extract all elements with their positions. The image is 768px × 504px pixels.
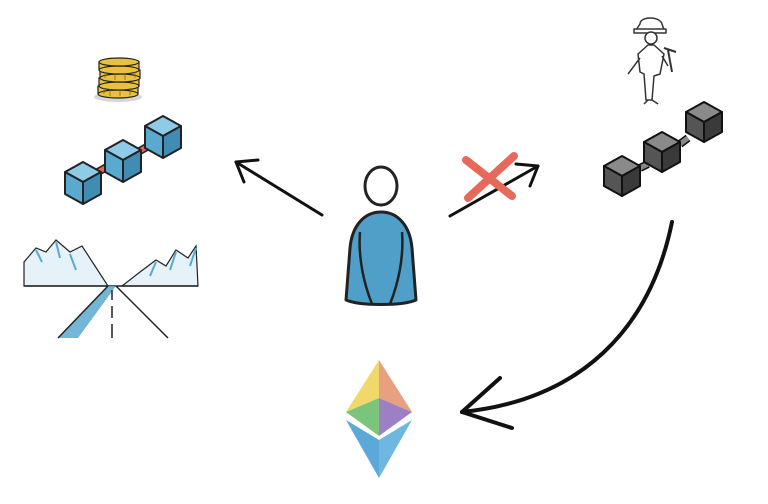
ethereum-logo-icon — [346, 360, 412, 478]
coin-stack-icon — [94, 57, 142, 102]
arrow-to-ethereum — [460, 220, 674, 430]
road-mountains-icon — [23, 239, 199, 339]
person-icon — [344, 165, 418, 306]
arrow-to-blue-chain — [234, 158, 324, 217]
gray-blockchain-icon — [603, 101, 723, 197]
cross-icon — [462, 152, 518, 202]
miner-icon — [627, 17, 677, 105]
blue-blockchain-icon — [64, 115, 182, 205]
arrow-to-gray-chain — [448, 162, 540, 218]
